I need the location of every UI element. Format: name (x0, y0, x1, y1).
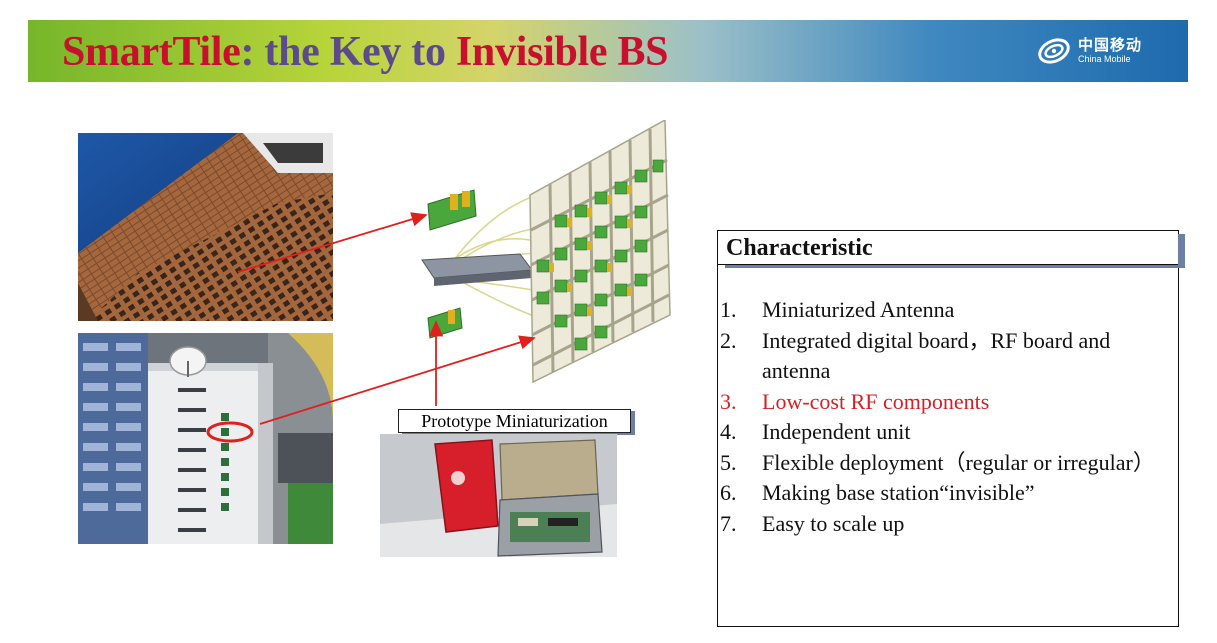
characteristic-header: Characteristic (718, 231, 1178, 265)
list-item: 2. Integrated digital board，RF board and … (718, 326, 1173, 387)
list-item: 6. Making base station“invisible” (718, 478, 1173, 509)
logo-chinese-text: 中国移动 (1078, 36, 1143, 54)
list-item-text: Miniaturized Antenna (762, 297, 955, 322)
china-mobile-logo: 中国移动 China Mobile (1036, 34, 1166, 68)
slide-title: SmartTile: the Key to Invisible BS (62, 28, 669, 76)
smarttile-antenna-array-diagram (400, 118, 680, 390)
list-item-text: Flexible deployment（regular or irregular… (762, 449, 1155, 475)
characteristic-panel: Characteristic 1. Miniaturized Antenna 2.… (717, 230, 1179, 627)
list-item-text: Integrated digital board，RF board and an… (762, 327, 1111, 384)
list-item-number: 1. (720, 297, 737, 322)
office-tower-photo (78, 333, 333, 544)
list-item: 4. Independent unit (718, 417, 1173, 448)
list-item: 1. Miniaturized Antenna (718, 295, 1173, 326)
list-item-number: 7. (720, 510, 737, 536)
title-part-key: : the Key to (240, 29, 456, 75)
list-item-number: 2. (720, 327, 737, 353)
logo-english-text: China Mobile (1078, 54, 1131, 64)
list-item-number: 3. (720, 388, 737, 414)
list-item: 7. Easy to scale up (718, 509, 1173, 540)
list-item-number: 6. (720, 480, 737, 505)
list-item-highlighted: 3. Low-cost RF components (718, 387, 1173, 418)
title-banner (28, 20, 1188, 82)
list-item-number: 4. (720, 419, 737, 444)
characteristic-list: 1. Miniaturized Antenna 2. Integrated digi… (718, 295, 1173, 539)
title-part-invisible: Invisible BS (455, 29, 669, 75)
list-item-text: Easy to scale up (762, 510, 905, 536)
brick-building-photo (78, 133, 333, 321)
prototype-miniaturization-label: Prototype Miniaturization (398, 409, 631, 433)
prototype-device-photo (380, 434, 617, 557)
list-item-number: 5. (720, 449, 737, 475)
list-item-text: Making base station“invisible” (762, 480, 1035, 505)
title-part-smarttile: SmartTile (62, 29, 241, 75)
list-item: 5. Flexible deployment（regular or irregul… (718, 448, 1173, 479)
characteristic-heading: Characteristic (726, 235, 873, 261)
list-item-text: Low-cost RF components (762, 388, 990, 414)
china-mobile-swirl-icon (1038, 38, 1070, 64)
list-item-text: Independent unit (762, 419, 911, 444)
